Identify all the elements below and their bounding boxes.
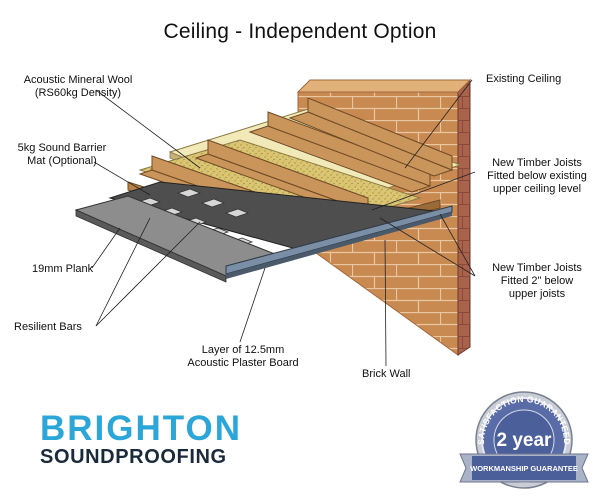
page-title: Ceiling - Independent Option <box>163 20 437 43</box>
label-joists-2in-line2: Fitted 2" below <box>500 275 574 287</box>
badge-main-text: 2 year <box>497 430 553 451</box>
label-plasterboard-line2: Acoustic Plaster Board <box>187 357 299 369</box>
guarantee-badge: SATISFACTION GUARANTEED 2 year WORKMANSH… <box>459 391 589 489</box>
badge-ribbon-text: WORKMANSHIP GUARANTEE <box>470 464 578 473</box>
brand-name-bottom: SOUNDPROOFING <box>40 446 227 468</box>
label-existing-ceiling: Existing Ceiling <box>486 73 562 85</box>
label-joists-below-line3: upper ceiling level <box>492 183 582 195</box>
label-brick-wall: Brick Wall <box>362 368 411 380</box>
label-joists-2in: New Timber Joists Fitted 2" below upper … <box>480 262 594 301</box>
label-mineral-wool-line1: Acoustic Mineral Wool <box>23 74 133 86</box>
label-plasterboard: Layer of 12.5mm Acoustic Plaster Board <box>178 344 308 370</box>
brand-logo: BRIGHTON SOUNDPROOFING <box>40 409 243 468</box>
label-barrier-mat-line2: Mat (Optional) <box>27 155 97 167</box>
label-joists-below-line1: New Timber Joists <box>492 157 582 169</box>
label-plank: 19mm Plank <box>32 263 94 275</box>
label-mineral-wool-line2: (RS60kg Density) <box>34 87 122 99</box>
label-joists-2in-line1: New Timber Joists <box>492 262 582 274</box>
label-mineral-wool: Acoustic Mineral Wool (RS60kg Density) <box>8 74 148 100</box>
label-joists-2in-line3: upper joists <box>508 288 566 300</box>
plasterboard-layer <box>225 205 453 279</box>
label-plasterboard-line1: Layer of 12.5mm <box>201 344 285 356</box>
label-barrier-mat-line1: 5kg Sound Barrier <box>17 142 107 154</box>
label-resilient-bars: Resilient Bars <box>14 321 82 333</box>
label-joists-below: New Timber Joists Fitted below existing … <box>478 157 596 196</box>
label-barrier-mat: 5kg Sound Barrier Mat (Optional) <box>12 142 112 168</box>
plank-layer <box>74 195 292 283</box>
leader-lines <box>91 79 476 367</box>
resilient-bars <box>136 188 254 247</box>
badge-ribbon <box>459 453 589 483</box>
label-joists-below-line2: Fitted below existing <box>487 170 587 182</box>
brand-name-top: BRIGHTON <box>40 409 243 448</box>
